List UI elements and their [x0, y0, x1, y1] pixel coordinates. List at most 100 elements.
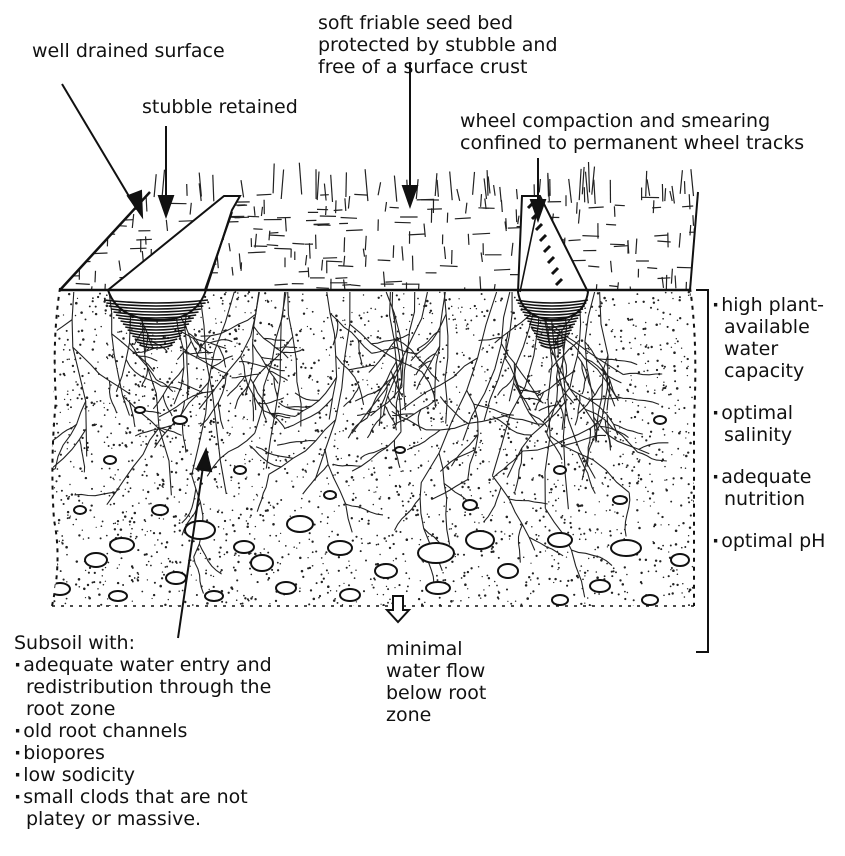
clod-stone [287, 516, 313, 532]
soil-grain [159, 378, 161, 380]
soil-grain [346, 361, 348, 363]
soil-grain [283, 381, 285, 383]
surface-mulch [326, 206, 327, 215]
soil-grain [538, 583, 540, 585]
soil-grain [222, 300, 224, 302]
soil-grain [270, 505, 271, 506]
soil-grain [651, 346, 653, 348]
soil-grain [238, 343, 240, 345]
soil-grain [182, 381, 184, 383]
root-channel [402, 358, 478, 410]
soil-grain [104, 407, 105, 408]
soil-grain [284, 468, 286, 470]
subsoil-item: small clods that are not [14, 786, 272, 808]
soil-grain [670, 569, 671, 570]
soil-grain [78, 578, 81, 581]
soil-grain [246, 346, 248, 348]
soil-grain [501, 538, 503, 540]
soil-grain [278, 406, 280, 408]
soil-grain [311, 541, 313, 543]
soil-grain [563, 490, 565, 492]
soil-grain [400, 471, 402, 473]
soil-grain [551, 555, 552, 556]
root-channel [218, 346, 226, 368]
soil-grain [203, 369, 205, 371]
root-channel [509, 499, 547, 504]
surface-mulch [299, 271, 309, 272]
soil-grain [56, 563, 59, 566]
soil-grain [482, 347, 484, 349]
soil-grain [352, 499, 355, 502]
soil-grain [529, 440, 531, 442]
soil-grain [662, 389, 664, 391]
soil-grain [550, 492, 552, 494]
soil-grain [577, 335, 578, 336]
soil-grain [674, 380, 676, 382]
soil-grain [271, 383, 273, 385]
soil-grain [543, 516, 545, 518]
surface-mulch [366, 255, 367, 267]
soil-grain [259, 514, 261, 516]
soil-grain [354, 330, 356, 332]
soil-grain [327, 383, 329, 385]
soil-grain [611, 330, 613, 332]
surface-mulch [569, 240, 581, 241]
soil-grain [171, 371, 173, 373]
soil-grain [67, 514, 68, 515]
soil-grain [483, 315, 485, 317]
soil-grain [78, 586, 80, 588]
soil-grain [618, 593, 620, 595]
soil-grain [693, 500, 696, 503]
soil-grain [304, 367, 306, 369]
soil-grain [380, 422, 382, 424]
soil-grain [63, 503, 65, 505]
soil-grain [144, 554, 146, 556]
soil-grain [634, 416, 636, 418]
soil-grain [376, 336, 379, 339]
soil-grain [478, 522, 479, 523]
soil-grain [353, 479, 355, 481]
soil-grain [696, 296, 697, 297]
soil-grain [93, 403, 95, 405]
soil-grain [339, 585, 341, 587]
soil-grain [72, 365, 74, 367]
soil-grain [185, 492, 187, 494]
stubble-stalk [680, 170, 682, 194]
label-seed-bed: soft friable seed bed protected by stubb… [318, 12, 558, 78]
soil-grain [313, 598, 316, 601]
soil-grain [681, 361, 682, 362]
soil-grain [348, 560, 349, 561]
soil-grain [225, 292, 226, 293]
soil-grain [463, 572, 465, 574]
soil-grain [135, 383, 137, 385]
soil-grain [406, 329, 407, 330]
soil-grain [94, 329, 96, 331]
soil-grain [234, 346, 235, 347]
soil-grain [110, 476, 112, 478]
soil-grain [248, 291, 250, 293]
soil-grain [148, 561, 150, 563]
soil-grain [117, 567, 119, 569]
soil-grain [298, 430, 300, 432]
soil-grain [355, 460, 357, 462]
soil-grain [620, 533, 622, 535]
stubble-stalk [685, 181, 686, 194]
soil-grain [299, 330, 301, 332]
soil-grain [638, 478, 639, 479]
soil-grain [318, 597, 320, 599]
root-channel [348, 418, 367, 438]
soil-grain [421, 603, 423, 605]
soil-grain [482, 576, 483, 577]
soil-grain [368, 320, 370, 322]
soil-grain [78, 500, 80, 502]
soil-grain [135, 394, 137, 396]
soil-grain [134, 402, 136, 404]
soil-grain [117, 534, 119, 536]
soil-grain [462, 462, 464, 464]
soil-grain [597, 546, 599, 548]
soil-grain [525, 584, 528, 587]
soil-grain [185, 513, 187, 515]
soil-grain [655, 454, 657, 456]
soil-grain [266, 573, 268, 575]
soil-grain [231, 480, 232, 481]
